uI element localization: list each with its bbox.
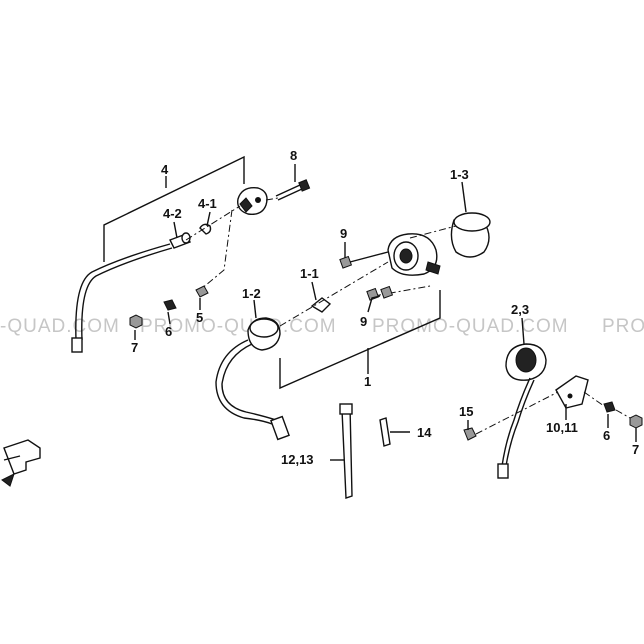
leader-line-6-left: [167, 311, 171, 325]
callout-1-3: 1-3: [450, 167, 469, 182]
screw-9-bottom-b[interactable]: [380, 285, 394, 299]
assembly-1-bracket: [279, 290, 441, 390]
callout-12-13: 12,13: [281, 452, 314, 467]
nut-15[interactable]: [463, 427, 477, 441]
leader-line-1-2: [253, 299, 257, 319]
washer-6-right[interactable]: [603, 401, 616, 413]
washer-6-left[interactable]: [163, 299, 177, 311]
indicator-2-3[interactable]: [505, 343, 547, 381]
bracket-10-11[interactable]: [555, 375, 589, 409]
screw-8[interactable]: [275, 179, 311, 201]
leader-line-1-1: [311, 281, 317, 301]
socket-1-2[interactable]: [247, 317, 281, 351]
leader-1: [279, 261, 389, 327]
callout-14: 14: [417, 425, 432, 440]
callout-1-2: 1-2: [242, 286, 261, 301]
leader-8: [265, 197, 279, 201]
leader-line-2-3: [521, 317, 525, 345]
pin-14[interactable]: [379, 417, 391, 447]
callout-15: 15: [459, 404, 473, 419]
watermark-left: -QUAD.COM: [0, 316, 120, 337]
callout-8: 8: [290, 148, 297, 163]
watermark: -QUAD.COM PROMO-QUAD.COM PROMO-QUAD.COM …: [0, 316, 644, 337]
bulb-1-1[interactable]: [310, 297, 332, 313]
cable-tie-12-13[interactable]: [339, 403, 353, 499]
socket-4-2[interactable]: [169, 232, 191, 249]
leader-line-4-2: [173, 221, 178, 239]
callout-6-left: 6: [165, 324, 172, 339]
leader-4: [185, 205, 241, 241]
lens-1-3[interactable]: [450, 212, 491, 258]
callout-5: 5: [196, 310, 203, 325]
callout-9-top: 9: [340, 226, 347, 241]
nut-7-right[interactable]: [629, 414, 643, 429]
callout-1-1: 1-1: [300, 266, 319, 281]
callout-6-right: 6: [603, 428, 610, 443]
callout-1: 1: [364, 374, 371, 389]
callout-9-bottom: 9: [360, 314, 367, 329]
callout-4: 4: [161, 162, 169, 177]
callout-7-right: 7: [632, 442, 639, 457]
screw-9-top[interactable]: [339, 251, 389, 269]
callout-4-2: 4-2: [163, 206, 182, 221]
leader-5: [199, 209, 233, 291]
watermark-edge: PRO: [602, 316, 644, 337]
callout-10-11: 10,11: [546, 420, 578, 435]
watermark-right: PROMO-QUAD.COM: [372, 316, 569, 337]
nut-7-left[interactable]: [129, 314, 143, 329]
callout-4-1: 4-1: [198, 196, 217, 211]
harness-4: [71, 243, 173, 353]
nut-5[interactable]: [195, 285, 209, 298]
leader-line-4-1: [206, 211, 211, 227]
assembly-4-bracket: [103, 155, 245, 262]
callout-2-3: 2,3: [511, 302, 529, 317]
watermark-center: PROMO-QUAD.COM: [140, 316, 337, 337]
indicator-housing-1[interactable]: [387, 233, 441, 276]
front-arrow-icon: [1, 439, 41, 487]
leader-line-1-3: [461, 181, 467, 213]
harness-1: [215, 339, 290, 441]
callout-7-left: 7: [131, 340, 138, 355]
leader-2-3: [475, 391, 631, 435]
harness-2-3: [497, 377, 535, 479]
indicator-lens-4[interactable]: [237, 187, 268, 215]
leader-line-9-bottom: [367, 295, 381, 313]
leader-9: [373, 285, 431, 297]
